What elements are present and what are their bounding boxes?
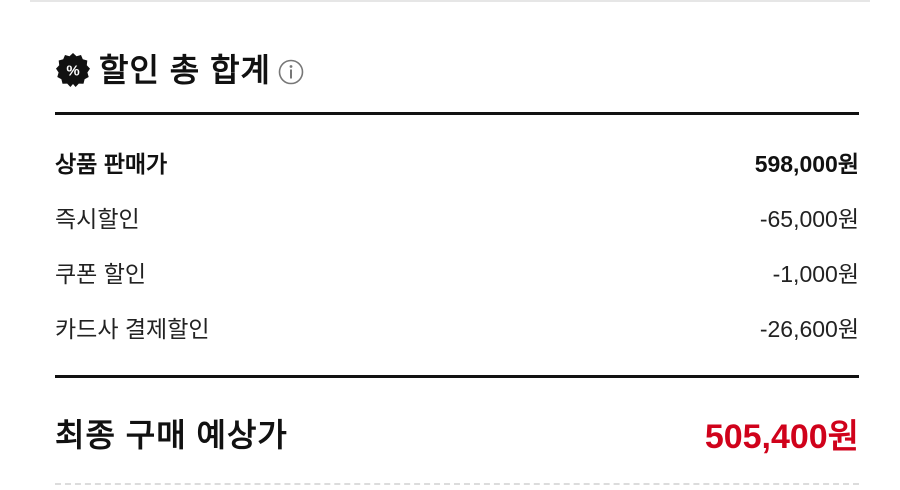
bottom-dashed-divider xyxy=(55,483,859,485)
final-price-value: 505,400원 xyxy=(704,417,859,456)
section-title: 할인 총 합계 xyxy=(99,52,271,88)
header-divider xyxy=(55,112,859,115)
info-icon[interactable] xyxy=(277,58,305,86)
price-breakdown-list: 상품 판매가 598,000원 즉시할인 -65,000원 쿠폰 할인 -1,0… xyxy=(55,134,859,354)
total-divider xyxy=(55,375,859,378)
list-item-instant-discount: 즉시할인 -65,000원 xyxy=(55,189,859,244)
row-label: 쿠폰 할인 xyxy=(55,260,147,287)
section-header: % 할인 총 합계 xyxy=(55,46,305,94)
top-divider xyxy=(30,0,870,2)
list-item-original-price: 상품 판매가 598,000원 xyxy=(55,134,859,189)
list-item-card-discount: 카드사 결제할인 -26,600원 xyxy=(55,299,859,354)
discount-badge-icon: % xyxy=(55,52,91,88)
svg-text:%: % xyxy=(66,63,79,80)
row-label: 즉시할인 xyxy=(55,205,140,232)
row-value: -26,600원 xyxy=(759,315,859,342)
row-value: 598,000원 xyxy=(754,150,859,177)
row-value: -1,000원 xyxy=(772,260,859,287)
final-price-label: 최종 구매 예상가 xyxy=(55,417,288,453)
final-price-row: 최종 구매 예상가 505,400원 xyxy=(55,408,859,458)
row-value: -65,000원 xyxy=(759,205,859,232)
list-item-coupon-discount: 쿠폰 할인 -1,000원 xyxy=(55,244,859,299)
row-label: 카드사 결제할인 xyxy=(55,315,210,342)
row-label: 상품 판매가 xyxy=(55,150,168,177)
